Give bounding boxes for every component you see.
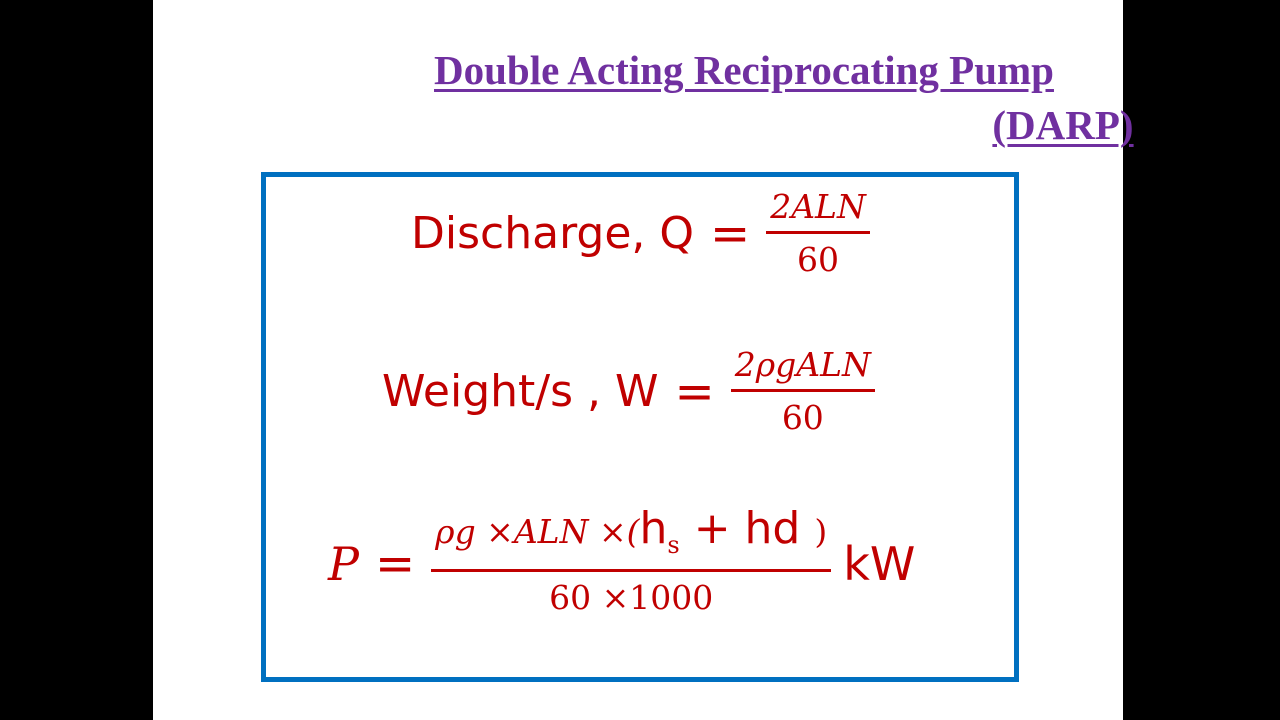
equals-sign: =	[374, 535, 416, 592]
discharge-numerator-text: 2ALN	[770, 187, 866, 226]
power-lhs: P	[328, 536, 359, 591]
discharge-numerator: 2ALN	[766, 187, 870, 227]
fraction-bar	[431, 569, 832, 572]
weight-numerator-text: 2ρgALN	[734, 345, 871, 384]
weight-fraction: 2ρgALN 60	[730, 345, 875, 438]
weight-numerator: 2ρgALN	[731, 345, 875, 385]
slide: Double Acting Reciprocating Pump (DARP) …	[153, 0, 1134, 720]
discharge-denominator: 60	[797, 240, 840, 279]
power-denominator: 60 ×1000	[549, 578, 714, 617]
title-line-2: (DARP)	[992, 102, 1134, 148]
discharge-lhs: Discharge, Q	[411, 208, 694, 259]
slide-subtitle: (DARP)	[578, 97, 1280, 153]
power-fraction: ρg ×ALN ×(hs + hd ) 60 ×1000	[431, 507, 832, 618]
fraction-bar	[730, 389, 875, 392]
power-numerator: ρg ×ALN ×(hs + hd )	[431, 507, 831, 565]
slide-title: Double Acting Reciprocating Pump	[259, 42, 1229, 98]
weight-lhs: Weight/s , W	[382, 366, 659, 417]
power-unit: kW	[843, 536, 916, 591]
plus-hd: + hd	[679, 503, 815, 554]
weight-formula: Weight/s , W = 2ρgALN 60	[382, 345, 875, 438]
power-formula: P = ρg ×ALN ×(hs + hd ) 60 ×1000 kW	[328, 507, 916, 618]
head-subscript: s	[667, 531, 680, 559]
fraction-bar	[766, 231, 870, 234]
weight-denominator: 60	[781, 398, 824, 437]
equals-sign: =	[674, 363, 715, 420]
title-line-1: Double Acting Reciprocating Pump	[434, 47, 1054, 93]
discharge-fraction: 2ALN 60	[766, 187, 870, 280]
equals-sign: =	[710, 205, 751, 262]
discharge-formula: Discharge, Q = 2ALN 60	[411, 187, 870, 280]
formula-box: Discharge, Q = 2ALN 60 Weight/s , W = 2ρ…	[261, 172, 1019, 682]
head-h: h	[639, 503, 668, 554]
close-paren: )	[814, 512, 828, 551]
power-numerator-prefix: ρg ×ALN ×(	[435, 512, 640, 551]
